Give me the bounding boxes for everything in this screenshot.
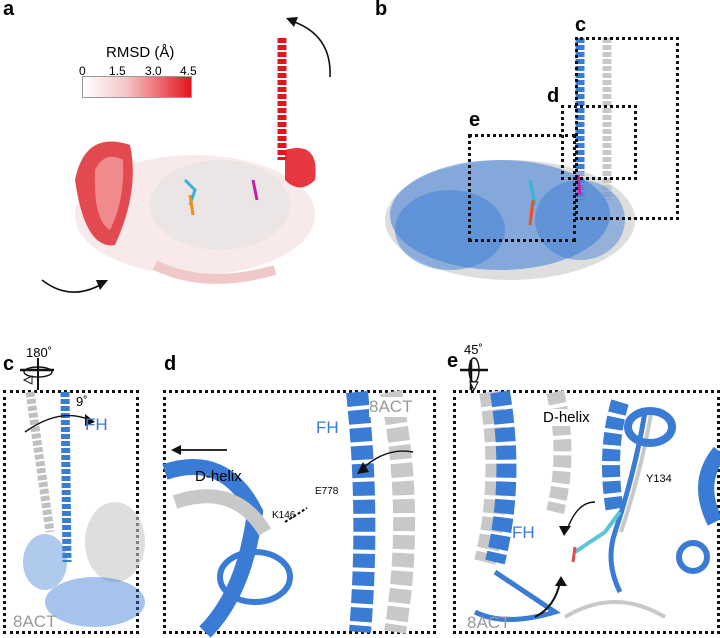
helix-comparison-d: [162, 389, 416, 638]
residue-y134: Y134: [646, 473, 672, 485]
panel-c-frame: [3, 390, 139, 634]
dhelix-label-e: D-helix: [543, 409, 590, 426]
protein-overlay-structure: [385, 38, 635, 280]
rotation-angle-e: 45˚: [464, 342, 483, 357]
residue-e778: E778: [315, 486, 339, 497]
fh-label-d: FH: [316, 418, 339, 437]
zoom-box-e: [468, 134, 576, 242]
panel-e-label: e: [447, 350, 459, 372]
colorbar-tick-1: 1.5: [109, 64, 126, 78]
angle-label-c: 9˚: [76, 394, 88, 409]
protein-rmsd-structure: [75, 38, 316, 284]
dhelix-label-d: D-helix: [195, 468, 242, 485]
zoom-box-c: [575, 37, 679, 220]
rotation-angle-c: 180˚: [26, 345, 53, 360]
active-site-comparison-e: [473, 389, 720, 622]
fh-label-c: FH: [85, 415, 108, 434]
rotation-axis-icon: [20, 358, 54, 390]
colorbar-title: RMSD (Å): [106, 44, 175, 61]
colorbar-tick-0: 0: [79, 64, 86, 78]
helix-comparison-c: [23, 391, 145, 627]
residue-k146: K146: [272, 510, 296, 521]
box-label-e: e: [469, 109, 481, 131]
rotation-axis-icon: [460, 357, 488, 392]
colorbar-tick-3: 4.5: [180, 64, 197, 78]
colorbar-gradient: [82, 76, 192, 98]
ref-label-e: 8ACT: [467, 613, 511, 632]
panel-a-label: a: [3, 0, 15, 20]
panel-d-label: d: [164, 353, 177, 375]
ref-label-c: 8ACT: [13, 612, 57, 631]
panel-d-frame: [163, 390, 436, 634]
zoom-box-d: [561, 105, 637, 180]
panel-b-label: b: [375, 0, 388, 20]
box-label-c: c: [575, 14, 587, 36]
rotation-arrow-icon: [286, 17, 331, 78]
colorbar-tick-2: 3.0: [145, 64, 162, 78]
panel-c-label: c: [3, 353, 15, 375]
rotation-arrow-icon: [41, 279, 108, 293]
ref-label-d: 8ACT: [369, 397, 413, 417]
fh-label-e: FH: [512, 523, 535, 542]
box-label-d: d: [547, 85, 560, 107]
